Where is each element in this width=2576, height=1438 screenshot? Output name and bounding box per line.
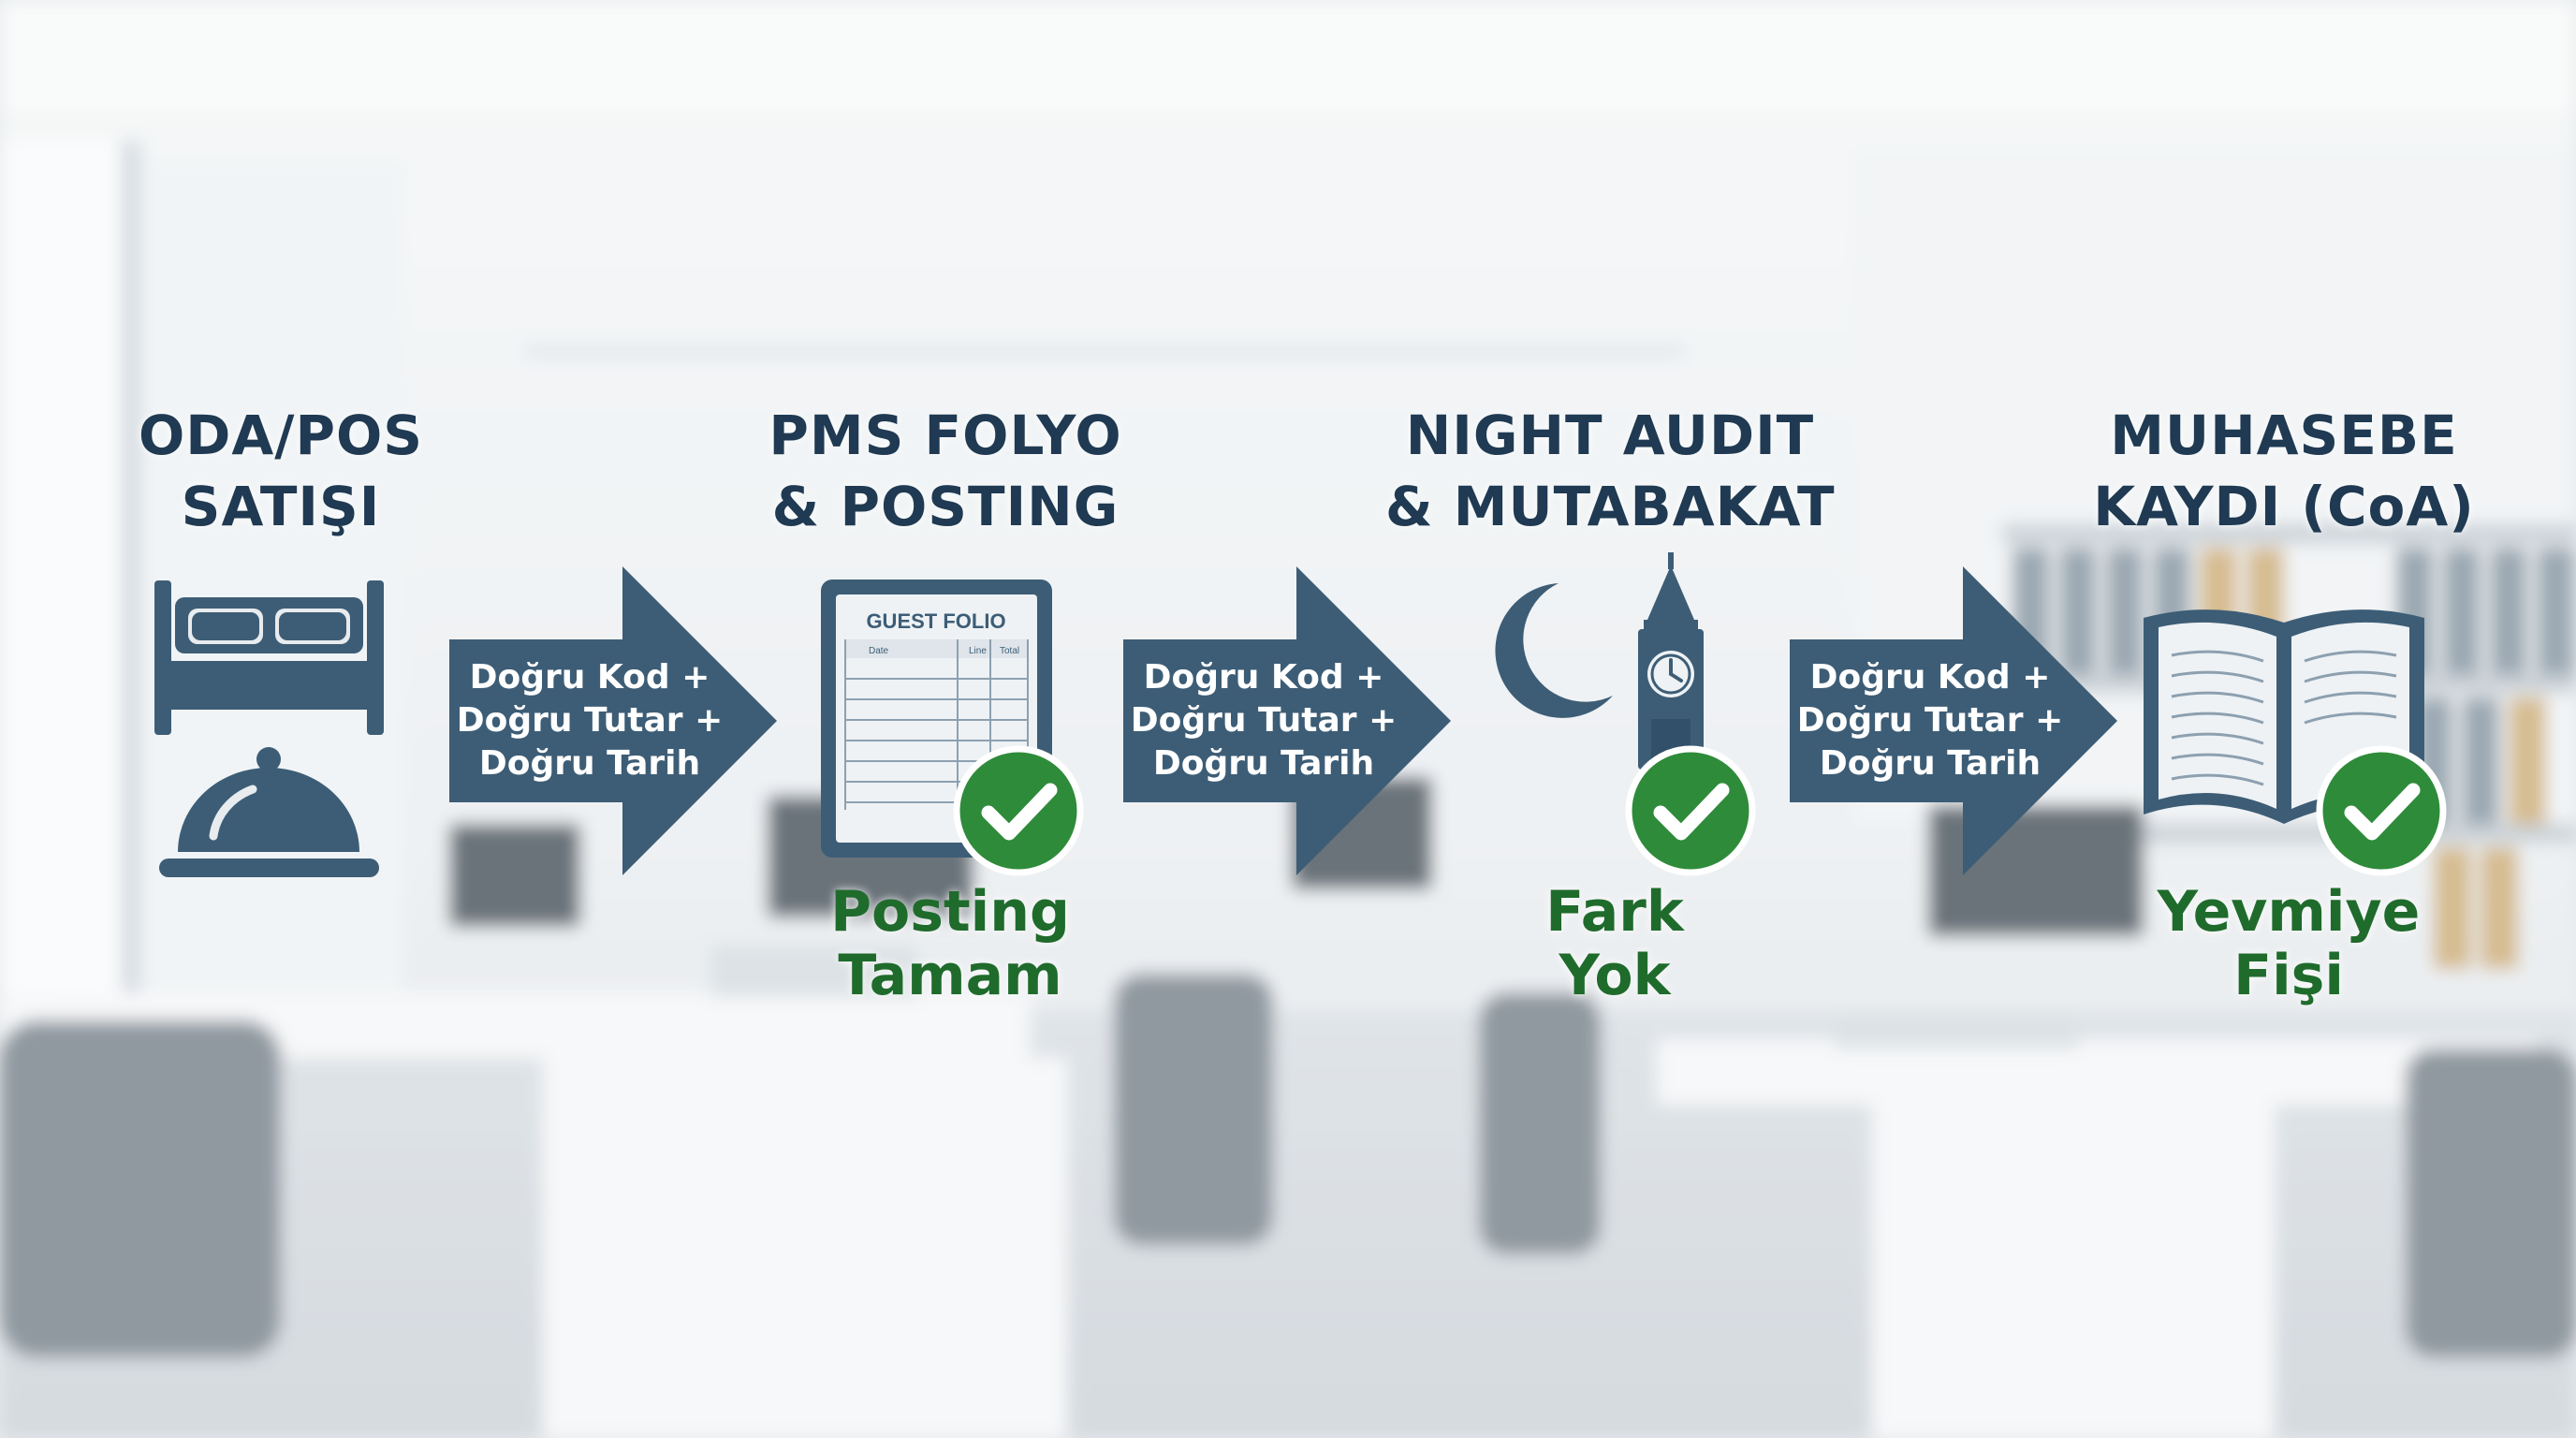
step-title-night-audit: NIGHT AUDIT& MUTABAKAT bbox=[1385, 404, 1836, 538]
folio-col-line: Line bbox=[969, 646, 987, 656]
cloche-icon bbox=[159, 747, 379, 877]
bed-icon bbox=[154, 580, 384, 735]
arrow-2-line-2: Doğru Tutar + bbox=[1130, 701, 1398, 740]
arrow-1-line-1: Doğru Kod + bbox=[469, 658, 710, 697]
checkmark-icon-ledger bbox=[2316, 745, 2447, 876]
step-title-pms-folyo: PMS FOLYO& POSTING bbox=[768, 404, 1122, 538]
arrow-1-line-2: Doğru Tutar + bbox=[456, 701, 724, 740]
arrow-1-line-3: Doğru Tarih bbox=[478, 744, 701, 783]
arrow-3-line-2: Doğru Tutar + bbox=[1796, 701, 2064, 740]
moon-icon bbox=[1495, 583, 1613, 718]
arrow-2-line-1: Doğru Kod + bbox=[1143, 658, 1384, 697]
checkmark-icon-posting bbox=[953, 745, 1084, 876]
flow-arrow-3: Doğru Kod + Doğru Tutar + Doğru Tarih bbox=[1790, 566, 2117, 875]
flow-arrow-1: Doğru Kod + Doğru Tutar + Doğru Tarih bbox=[449, 566, 777, 875]
arrow-3-line-1: Doğru Kod + bbox=[1809, 658, 2051, 697]
arrow-2-line-3: Doğru Tarih bbox=[1152, 744, 1375, 783]
folio-col-total: Total bbox=[1000, 646, 1019, 656]
folio-col-date: Date bbox=[869, 646, 889, 656]
flow-arrow-2: Doğru Kod + Doğru Tutar + Doğru Tarih bbox=[1123, 566, 1451, 875]
clock-tower-icon bbox=[1638, 552, 1704, 770]
folio-header: GUEST FOLIO bbox=[866, 609, 1005, 633]
arrow-3-line-3: Doğru Tarih bbox=[1819, 744, 2042, 783]
checkmark-icon-audit bbox=[1625, 745, 1756, 876]
